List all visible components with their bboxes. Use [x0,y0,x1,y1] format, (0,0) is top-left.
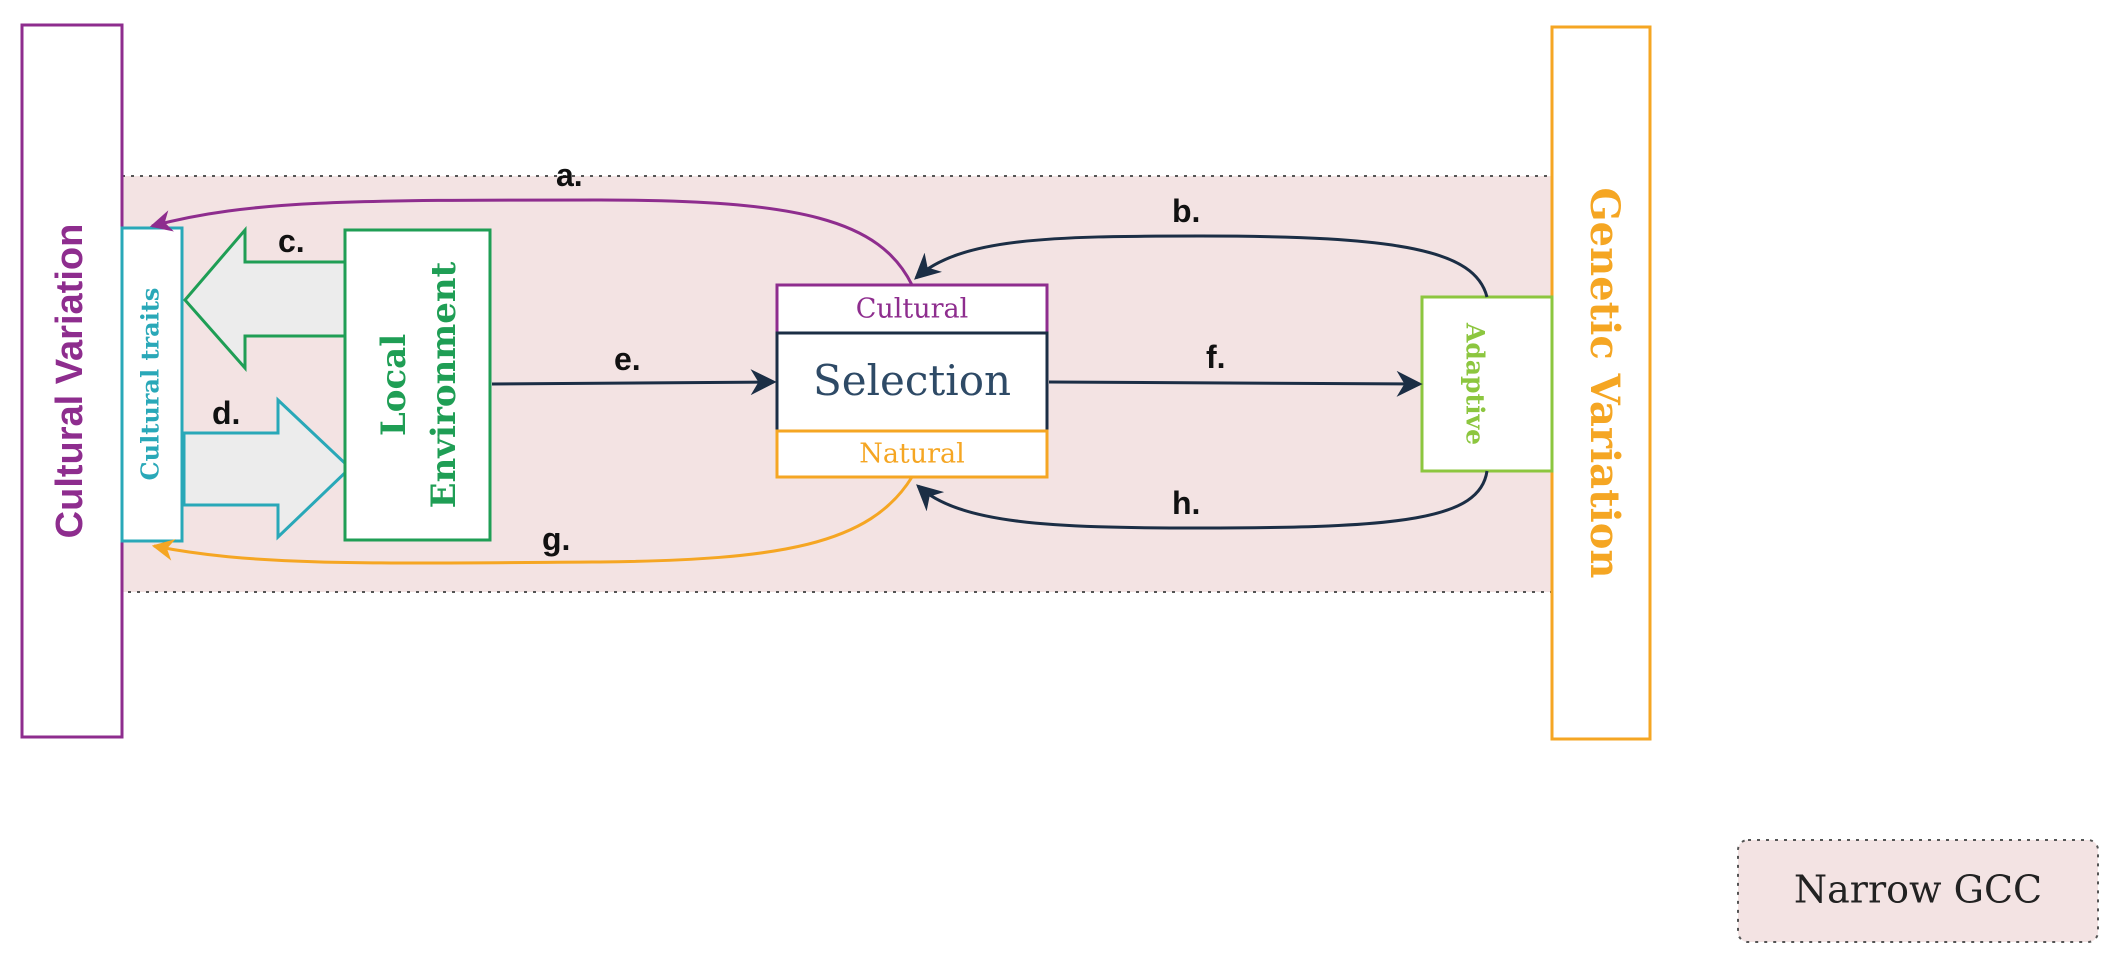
arrow-h [916,470,1489,530]
arrow-b [914,234,1489,298]
label-f: f. [1206,339,1226,375]
label-h: h. [1172,485,1200,521]
label-c: c. [278,223,305,259]
selection-label: Selection [813,356,1011,405]
arrow-a [149,198,914,286]
arrow-d-block [182,396,353,541]
adaptive-label: Adaptive [1461,322,1490,445]
label-d: d. [212,395,240,431]
cultural-variation-label: Cultural Variation [49,224,91,539]
cultural-variation-panel [20,23,124,739]
label-a: a. [556,157,583,193]
arrow-g [151,476,914,565]
legend-narrow-gcc-label: Narrow GCC [1794,868,2042,912]
legend-narrow-gcc-box [1737,839,2099,943]
selection-cultural-label: Cultural [856,294,969,325]
label-e: e. [614,341,641,377]
arrow-e [491,369,777,396]
local-environment-label-line2: Environment [424,261,464,508]
selection-natural-label: Natural [859,439,965,470]
arrow-c-block [183,225,347,372]
label-b: b. [1172,193,1200,229]
local-environment-box [343,228,492,542]
local-environment-label-line1: Local [374,334,414,436]
genetic-variation-label: Genetic Variation [1581,188,1628,579]
arrow-f [1048,370,1423,397]
label-g: g. [542,521,570,557]
cultural-traits-label: Cultural traits [136,288,165,481]
